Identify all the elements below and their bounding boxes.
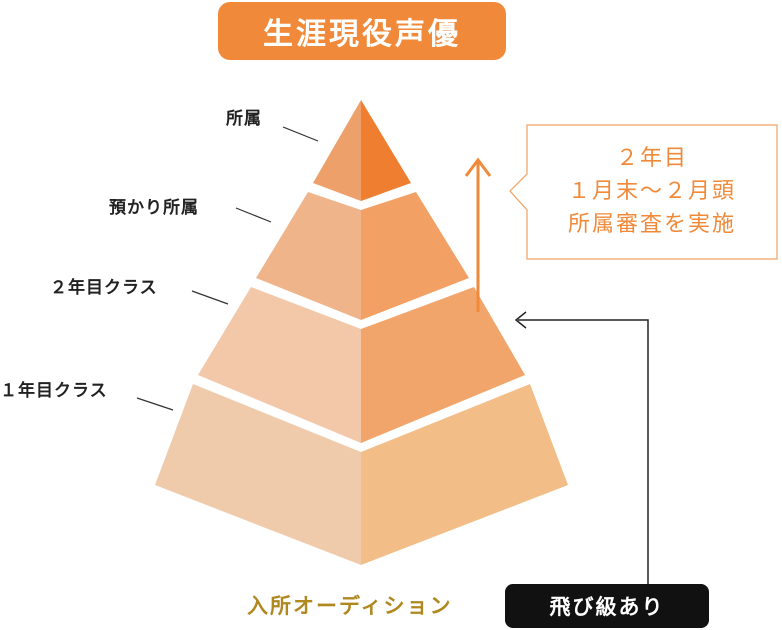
pyramid-tier-2-left bbox=[256, 192, 361, 320]
callout-text: ２年目 １月末～２月頭 所属審査を実施 bbox=[527, 125, 777, 257]
level-label-2: 預かり所属 bbox=[109, 198, 199, 218]
leader-line-2 bbox=[235, 207, 272, 223]
up-arrow-head bbox=[464, 157, 492, 177]
level-label-4: １年目クラス bbox=[0, 381, 108, 401]
level-label-1: 所属 bbox=[226, 109, 262, 129]
pyramid-tier-2-right bbox=[361, 192, 469, 320]
pyramid-tier-4-left bbox=[155, 384, 361, 565]
title-badge: 生涯現役声優 bbox=[218, 2, 506, 60]
skip-route-line bbox=[518, 319, 649, 584]
pyramid-tier-1-right bbox=[361, 100, 411, 201]
pyramid-tier-3-right bbox=[361, 287, 525, 443]
callout-line-2: １月末～２月頭 bbox=[567, 178, 736, 204]
pyramid-tier-1-left bbox=[313, 100, 361, 201]
level-label-3: ２年目クラス bbox=[50, 278, 158, 298]
pyramid-tier-3-left bbox=[198, 287, 361, 443]
pyramid-tier-4-right bbox=[361, 384, 568, 565]
skip-route-arrowhead bbox=[514, 311, 527, 329]
leader-line-3 bbox=[191, 290, 229, 305]
callout-box bbox=[509, 124, 778, 260]
leader-line-4 bbox=[136, 397, 174, 411]
skip-grade-text: 飛び級あり bbox=[549, 595, 665, 619]
entry-audition-label: 入所オーディション bbox=[247, 594, 453, 618]
leader-line-1 bbox=[282, 126, 319, 142]
callout-line-1: ２年目 bbox=[615, 145, 688, 171]
skip-grade-badge: 飛び級あり bbox=[505, 584, 709, 628]
title-text: 生涯現役声優 bbox=[263, 17, 461, 52]
callout-line-3: 所属審査を実施 bbox=[567, 211, 736, 237]
